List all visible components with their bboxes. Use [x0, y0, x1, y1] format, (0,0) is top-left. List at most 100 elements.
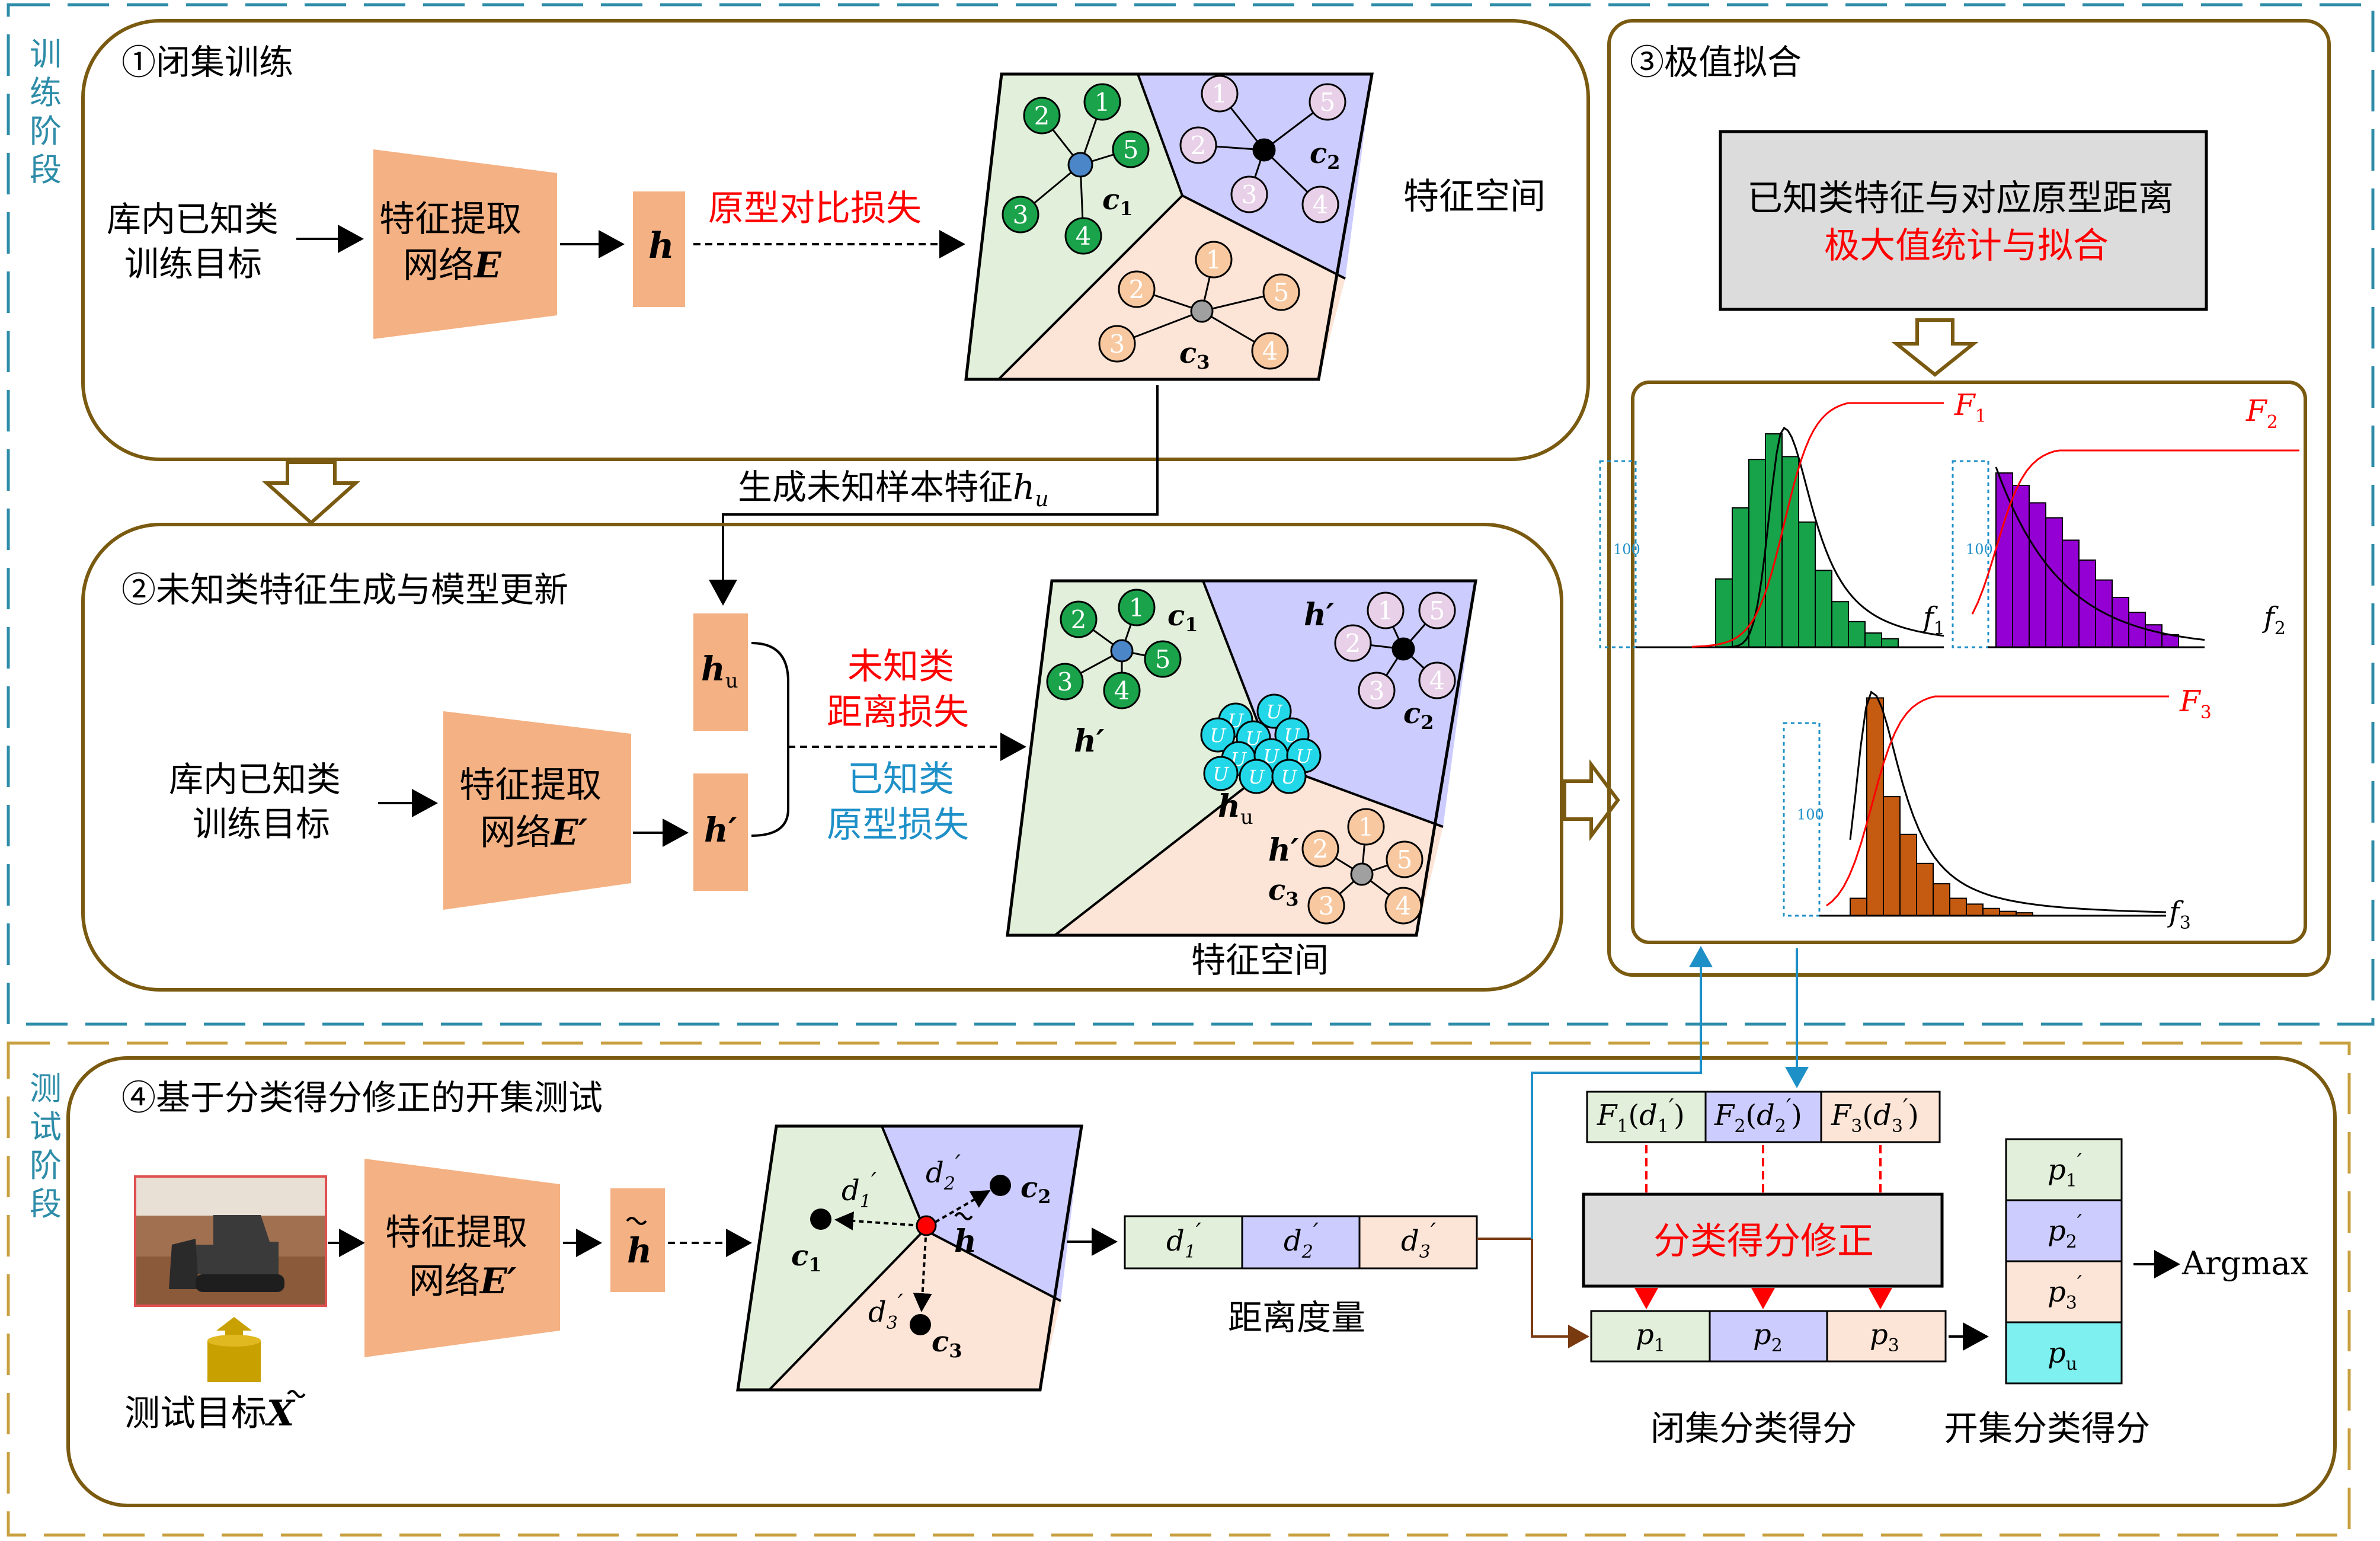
panel-2-loss-known-line-2: 原型损失: [827, 804, 969, 846]
panel-1-input-line-2: 训练目标: [124, 244, 262, 284]
panel-1-network-symbol: E: [473, 245, 502, 286]
panel-4-feature-space: c1 c2 c3 d1′ d2′ d3′ h: [736, 1124, 1083, 1392]
histogram-bar: [1881, 638, 1899, 648]
panel-2-input-line-2: 训练目标: [193, 804, 330, 844]
cdf-curve: [1826, 695, 2169, 907]
test-target-image: [134, 1175, 327, 1307]
space-1-node-purple-4: [1301, 186, 1339, 223]
cdf-value-2: F2(d2′): [1714, 1095, 1802, 1137]
panel-3-stat-line-1: 已知类特征与对应原型距离: [1747, 178, 2174, 219]
space-4-prototype-c3: [910, 1314, 931, 1335]
space-4-prototype-c2: [990, 1175, 1011, 1196]
unknown-feature-node: [1256, 693, 1292, 729]
space-1-cluster-purple: [1179, 75, 1346, 223]
distance-metric-label: 距离度量: [1228, 1297, 1365, 1338]
pdf-label-sub: 1: [1934, 618, 1945, 639]
panel-4-feature-symbol: h: [627, 1230, 652, 1271]
space-2-node-green-3: [1046, 663, 1084, 701]
distance-cell-3: [1358, 1215, 1478, 1270]
panel-2-hu-symbol: h: [701, 650, 725, 689]
panel-3-stat-line-2: 极大值统计与拟合: [1824, 225, 2109, 267]
space-1-region-orange: [999, 196, 1345, 379]
space-2-label-green-4: 4: [1114, 676, 1130, 705]
panel-2-hprime-label: h′: [704, 811, 737, 850]
space-2-hu-label: hu: [1218, 788, 1253, 829]
pdf-label-sub: 2: [2275, 618, 2286, 639]
space-2-border: [1006, 579, 1477, 937]
panel-1-title: ①闭集训练: [121, 42, 293, 82]
space-4-d1-arrow: [834, 1211, 922, 1230]
generate-unknown-label: 生成未知样本特征hu: [738, 467, 1049, 511]
panel-2-hu-box: [693, 613, 748, 731]
space-2-prototype-c3: [1350, 862, 1374, 886]
space-4-h-label: h: [954, 1223, 977, 1259]
panel-1-network-line-1: 特征提取: [379, 199, 522, 240]
train-stage-label: 训 练 阶 段: [30, 36, 62, 188]
histogram-bar: [1864, 632, 1882, 648]
histogram-bar: [1949, 897, 1967, 916]
space-1-label-orange-4: 4: [1262, 337, 1278, 366]
space-1-cluster-green-labels: 2 1 5 3 4: [1013, 88, 1139, 251]
panel-2-hu-sub: u: [725, 669, 738, 693]
space-1-node-green-4: [1064, 217, 1102, 255]
plot-scale-label: 100: [1966, 541, 1993, 558]
space-1-prototype-c2: [1252, 138, 1276, 162]
histogram-bar: [1850, 897, 1867, 916]
plot-scale-label: 100: [1797, 807, 1824, 823]
distance-cell-2: [1241, 1215, 1361, 1270]
space-1-label-purple-3: 3: [1242, 180, 1258, 209]
space-2-label-purple-5: 5: [1429, 596, 1445, 625]
space-2-hu-symbol: h: [1218, 788, 1240, 824]
panel-3-frame: [1607, 19, 2331, 977]
space-1-label-purple-4: 4: [1313, 190, 1329, 219]
panel-2-network-symbol: E′: [550, 812, 588, 853]
panel-1-feature-box: [633, 191, 685, 307]
space-4-c3-label: c3: [932, 1325, 962, 1362]
space-4-h-tilde: [954, 1212, 973, 1220]
space-4-d3-label: d3′: [868, 1290, 903, 1334]
closed-score-cell-1: [1590, 1310, 1711, 1363]
space-1-node-orange-4: [1251, 332, 1289, 370]
correction-label: 分类得分修正: [1653, 1219, 1874, 1262]
test-stage-label: 测 试 阶 段: [30, 1070, 62, 1223]
test-target-tilde: [287, 1390, 306, 1398]
panel-4-network-line-2: 网络E′: [409, 1261, 517, 1302]
database-icon: [207, 1341, 261, 1382]
space-2-hu-sub: u: [1240, 805, 1253, 829]
histogram-bar: [1899, 833, 1917, 917]
histogram-bar: [1848, 621, 1866, 648]
panel-3-plot-frame: [1631, 381, 2307, 944]
space-1-border: [964, 72, 1374, 381]
space-1-node-purple-2: [1179, 126, 1217, 164]
space-2-node-orange-1: [1347, 808, 1385, 846]
unknown-feature-node: [1271, 759, 1307, 794]
space-2-prototype-c1: [1110, 639, 1134, 663]
correction-box: [1582, 1192, 1944, 1288]
space-2-divider-b: [1054, 763, 1275, 936]
closed-score-label: 闭集分类得分: [1650, 1408, 1857, 1449]
space-1-node-purple-5: [1309, 83, 1346, 121]
space-2-hprime-top: h′: [1304, 597, 1335, 633]
pdf-curve: [1849, 690, 2167, 913]
train-stage-char-2: 练: [30, 74, 62, 111]
pdf-curve: [1716, 426, 1944, 648]
space-2-c3-label: c3: [1268, 874, 1299, 910]
histogram-bar: [1982, 907, 2000, 916]
space-2-cluster-green: [1046, 589, 1182, 709]
space-2-cluster-orange: [1301, 808, 1423, 925]
space-1-label-green-2: 2: [1034, 101, 1050, 130]
plot-scale-box: [1952, 460, 1989, 648]
histogram-bar: [1715, 578, 1733, 648]
space-4-region-purple: [882, 1126, 1082, 1301]
space-2-label-green-2: 2: [1071, 605, 1087, 634]
distance-3-label: d3′: [1401, 1219, 1436, 1262]
space-2-node-green-1: [1118, 589, 1156, 626]
panel-1-feature-symbol: h: [648, 225, 674, 267]
space-1-node-purple-1: [1201, 75, 1239, 113]
space-2-node-green-5: [1144, 640, 1182, 678]
space-2-node-orange-5: [1386, 840, 1423, 878]
space-2-label-green-5: 5: [1155, 645, 1171, 674]
generate-unknown-sub: u: [1035, 487, 1048, 511]
distance-2-label: d2′: [1284, 1219, 1319, 1262]
argmax-label: Argmax: [2181, 1245, 2308, 1282]
